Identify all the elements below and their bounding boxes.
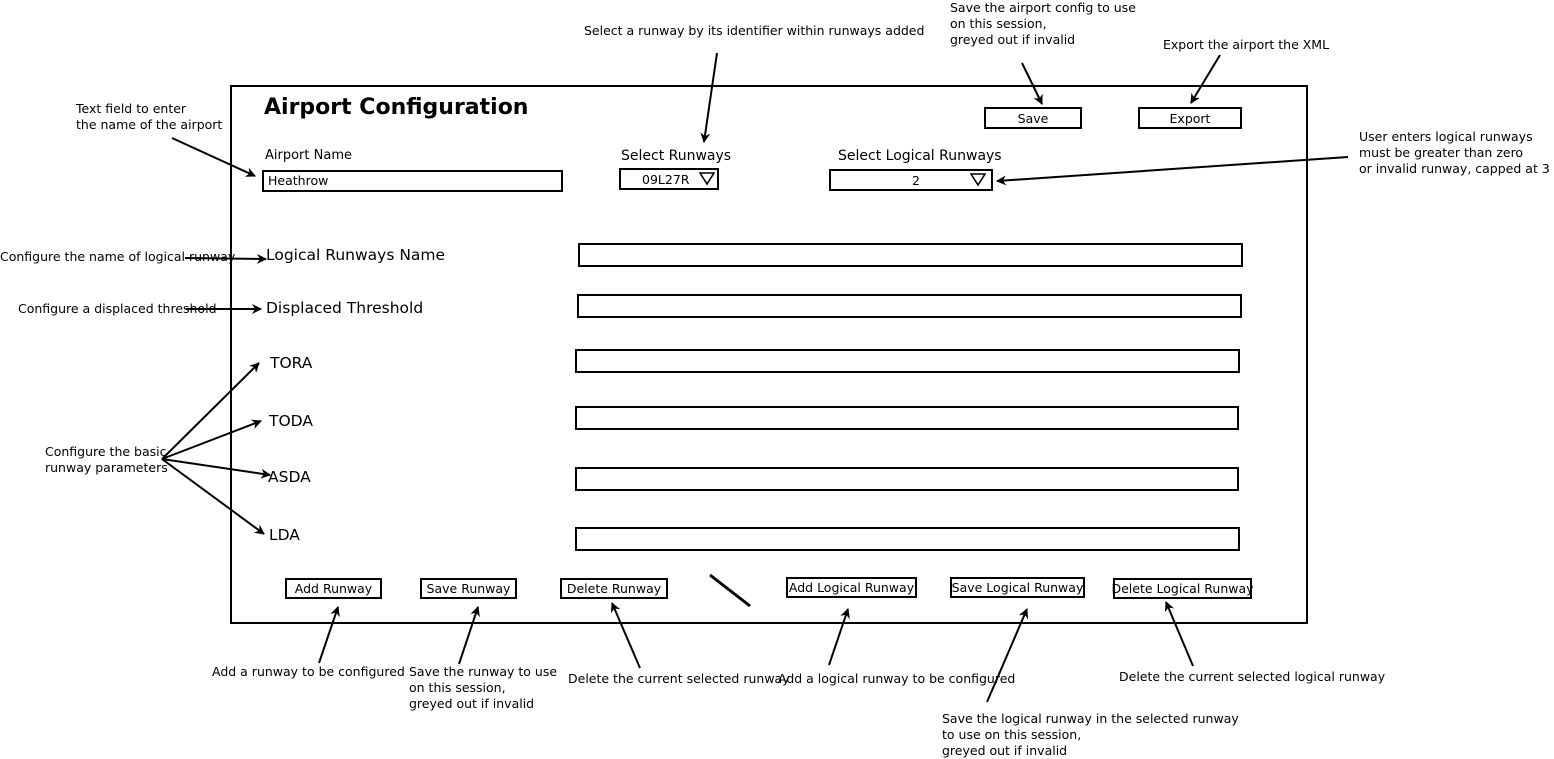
- arrow-export: [1190, 54, 1221, 104]
- arrow-add-runway: [318, 606, 340, 664]
- dropdown-arrow-icon: [970, 173, 986, 187]
- asda-label: ASDA: [268, 468, 311, 486]
- arrow-delete-logical: [1164, 601, 1194, 667]
- save-logical-runway-button[interactable]: Save Logical Runway: [950, 577, 1085, 598]
- window-title: Airport Configuration: [264, 95, 529, 120]
- airport-name-field[interactable]: Heathrow: [262, 170, 563, 192]
- displaced-threshold-input[interactable]: [577, 294, 1242, 318]
- add-runway-button[interactable]: Add Runway: [285, 578, 382, 599]
- annotation-logical-name: Configure the name of logical runway: [0, 249, 236, 264]
- annotation-save-config: Save the airport config to use on this s…: [950, 0, 1136, 47]
- annotation-add-logical: Add a logical runway to be configured: [778, 671, 1016, 686]
- arrow-save-logical: [986, 608, 1029, 703]
- annotation-delete-runway: Delete the current selected runway: [568, 671, 790, 686]
- displaced-threshold-label: Displaced Threshold: [266, 299, 424, 317]
- lda-label: LDA: [269, 526, 300, 544]
- toda-label: TODA: [269, 412, 313, 430]
- toda-input[interactable]: [575, 406, 1239, 430]
- logical-runway-name-input[interactable]: [578, 243, 1243, 267]
- export-button[interactable]: Export: [1138, 107, 1242, 129]
- arrow-toda: [161, 419, 262, 460]
- arrow-save-runway: [458, 606, 480, 665]
- tora-label: TORA: [270, 354, 313, 372]
- annotation-basic-params: Configure the basic runway parameters: [45, 444, 168, 475]
- select-runways-label: Select Runways: [621, 148, 732, 164]
- annotation-save-runway: Save the runway to use on this session, …: [409, 664, 558, 711]
- annotation-select-runway: Select a runway by its identifier within…: [584, 23, 925, 38]
- annotation-delete-logical: Delete the current selected logical runw…: [1119, 669, 1386, 684]
- dropdown-arrow-icon: [699, 172, 715, 186]
- save-runway-button[interactable]: Save Runway: [420, 578, 517, 599]
- arrow-delete-runway: [610, 602, 641, 669]
- select-logical-runways-dropdown[interactable]: 2: [829, 169, 993, 191]
- delete-logical-runway-button[interactable]: Delete Logical Runway: [1111, 578, 1254, 599]
- arrow-logical-name: [184, 253, 267, 264]
- arrow-lda: [161, 458, 265, 535]
- arrow-tora: [161, 362, 260, 460]
- select-runways-value: 09L27R: [642, 172, 690, 187]
- annotation-logical-runways: User enters logical runways must be grea…: [1359, 129, 1550, 176]
- annotation-airport-name: Text field to enter the name of the airp…: [76, 101, 223, 132]
- airport-name-label: Airport Name: [265, 148, 352, 163]
- delete-runway-button[interactable]: Delete Runway: [560, 578, 668, 599]
- arrow-asda: [161, 458, 271, 479]
- save-button[interactable]: Save: [984, 107, 1082, 129]
- arrow-airport-name: [171, 137, 256, 177]
- airport-name-value: Heathrow: [268, 173, 329, 188]
- select-runways-dropdown[interactable]: 09L27R: [619, 168, 719, 190]
- annotation-add-runway: Add a runway to be configured: [212, 664, 405, 679]
- asda-input[interactable]: [575, 467, 1239, 491]
- annotation-save-logical: Save the logical runway in the selected …: [942, 711, 1239, 758]
- arrow-save: [1021, 62, 1043, 105]
- arrow-select-runway: [700, 52, 718, 143]
- select-logical-runways-label: Select Logical Runways: [838, 148, 1002, 164]
- arrow-add-logical: [828, 608, 850, 666]
- add-logical-runway-button[interactable]: Add Logical Runway: [786, 577, 917, 598]
- annotation-export: Export the airport the XML: [1163, 37, 1330, 52]
- arrow-logical-runways: [996, 156, 1349, 186]
- lda-input[interactable]: [575, 527, 1240, 551]
- tora-input[interactable]: [575, 349, 1240, 373]
- select-logical-runways-value: 2: [912, 173, 920, 188]
- logical-runway-name-label: Logical Runways Name: [266, 246, 446, 264]
- separator-slash: [709, 573, 751, 608]
- airport-config-window: [230, 85, 1308, 624]
